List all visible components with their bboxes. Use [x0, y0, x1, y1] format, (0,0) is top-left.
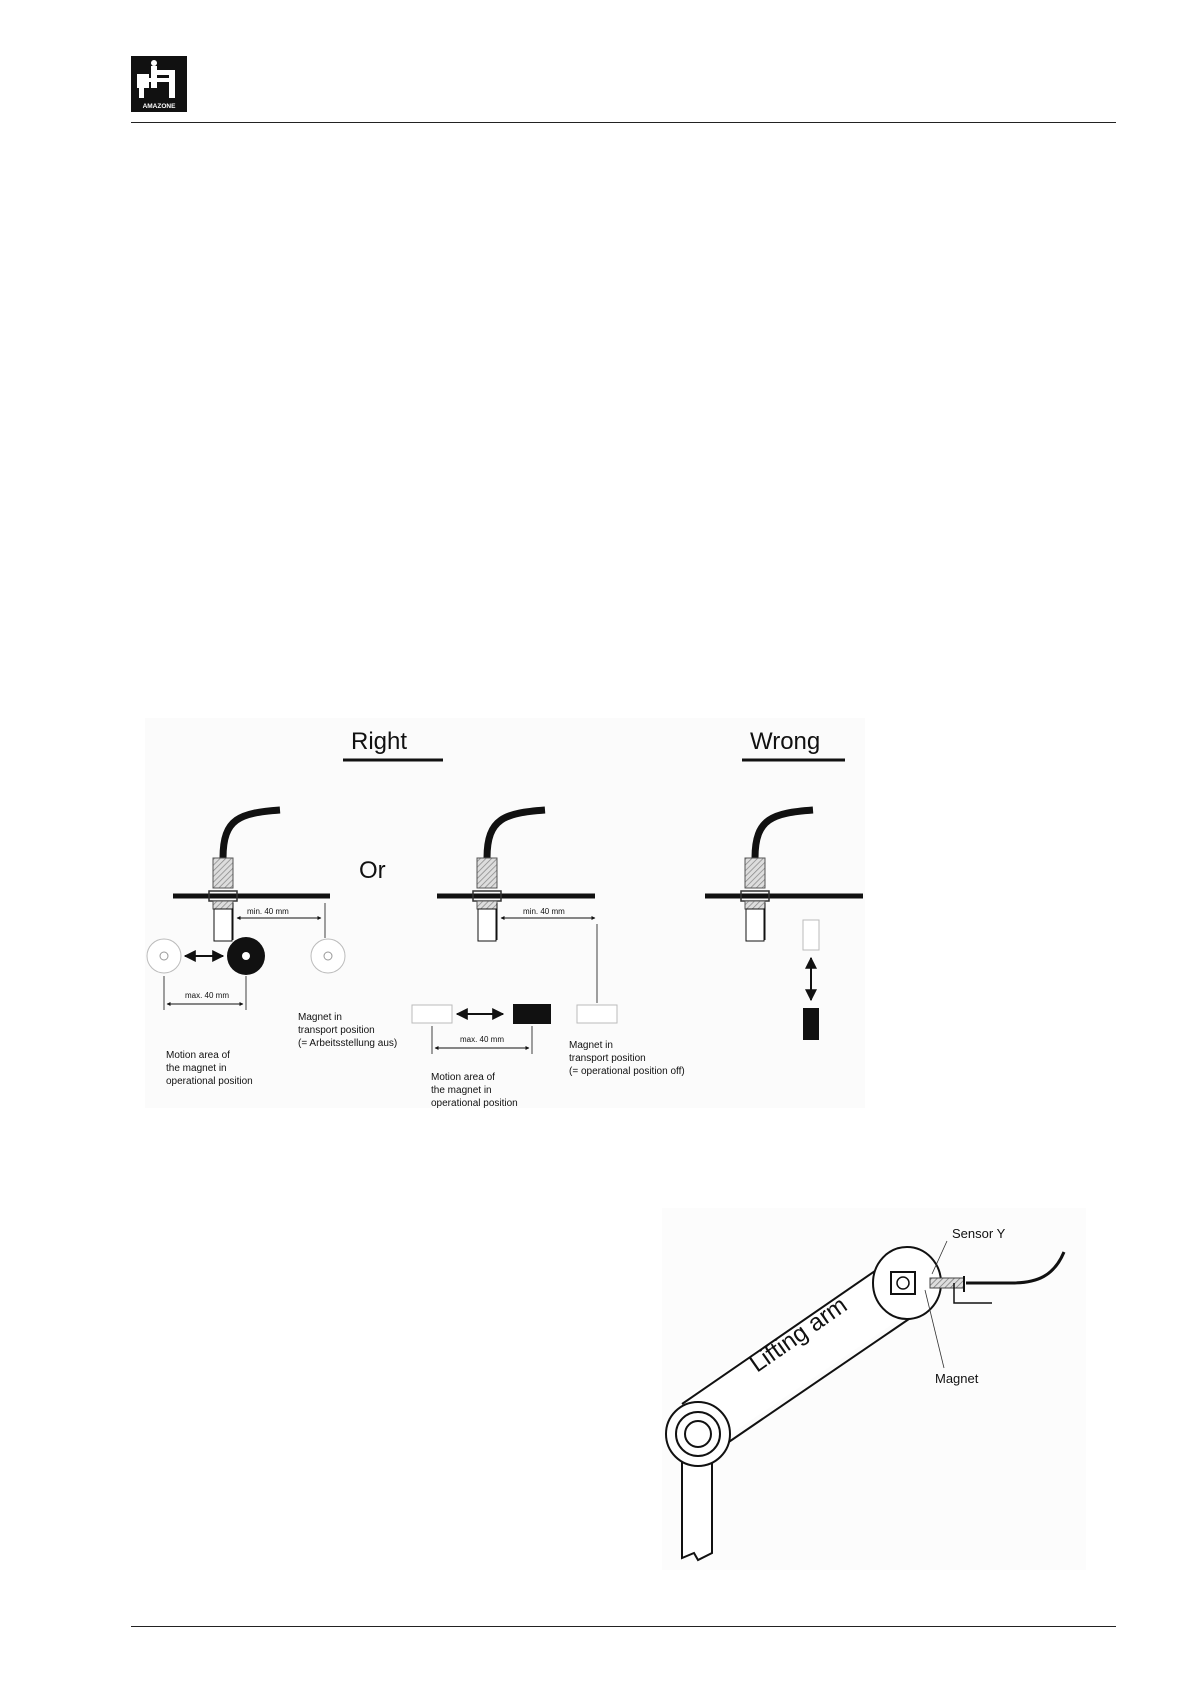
- header-rule: [131, 122, 1116, 123]
- motion-caption-2: Motion area of the magnet in operational…: [431, 1072, 518, 1108]
- max-distance-label-2: max. 40 mm: [460, 1035, 504, 1044]
- wrong-heading: Wrong: [750, 728, 820, 755]
- sensor-panel-2: min. 40 mm max. 40 mm Magnet in transpor…: [411, 806, 685, 1108]
- sensor-panel-1: min. 40 mm max. 40 mm Magnet in transpor…: [146, 806, 397, 1087]
- lifting-arm-figure: Sensor Y Magnet Lifting arm: [662, 1208, 1086, 1570]
- logo-text: AMAZONE: [143, 103, 177, 110]
- footer-rule: [131, 1626, 1116, 1627]
- sensor-y-label: Sensor Y: [952, 1226, 1006, 1241]
- min-distance-label-2: min. 40 mm: [523, 907, 565, 916]
- sensor-placement-figure: Right Wrong Or min. 40 mm max. 40 mm Mag…: [145, 718, 865, 1108]
- or-label: Or: [359, 857, 386, 884]
- max-distance-label-1: max. 40 mm: [185, 991, 229, 1000]
- transport-caption-1: Magnet in transport position (= Arbeitss…: [298, 1012, 397, 1049]
- motion-caption-1: Motion area of the magnet in operational…: [166, 1050, 253, 1087]
- sensor-panel-wrong: [705, 806, 863, 1040]
- min-distance-label-1: min. 40 mm: [247, 907, 289, 916]
- transport-caption-2: Magnet in transport position (= operatio…: [569, 1040, 685, 1077]
- sensor-y: [929, 1277, 965, 1289]
- magnet-label: Magnet: [935, 1371, 979, 1386]
- right-heading: Right: [351, 728, 407, 755]
- amazone-logo: AMAZONE: [131, 56, 187, 112]
